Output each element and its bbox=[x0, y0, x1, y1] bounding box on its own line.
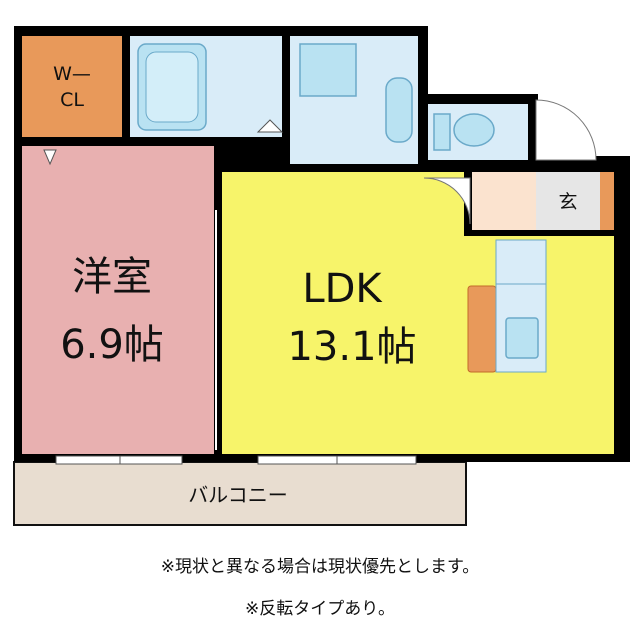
sink-icon bbox=[505, 317, 539, 359]
western-room-label-line2: 6.9帖 bbox=[60, 322, 164, 368]
door-swing-icon bbox=[43, 149, 57, 166]
toilet-icon bbox=[453, 113, 495, 147]
wet-area bbox=[130, 36, 528, 164]
washbasin-icon bbox=[299, 43, 357, 97]
kitchen-counter bbox=[467, 285, 497, 373]
note-line1: ※現状と異なる場合は現状優先とします。 bbox=[160, 557, 480, 577]
entrance-label: 玄 bbox=[558, 191, 577, 213]
front-door-swing-icon bbox=[535, 99, 597, 161]
walk-in-closet: W— CL bbox=[22, 36, 122, 137]
balcony: バルコニー bbox=[13, 461, 467, 526]
washing-machine-icon bbox=[385, 77, 413, 143]
western-room: 洋室 6.9帖 bbox=[22, 146, 217, 454]
note-line2: ※反転タイプあり。 bbox=[245, 599, 395, 619]
walk-in-closet-label-line2: CL bbox=[60, 89, 84, 111]
entrance: 玄 bbox=[423, 99, 614, 230]
western-room-label-line1: 洋室 bbox=[72, 254, 152, 300]
ldk: LDK 13.1帖 bbox=[222, 172, 614, 454]
door-swing-icon bbox=[423, 177, 471, 225]
ldk-label-line2: 13.1帖 bbox=[287, 324, 416, 370]
door-swing-icon bbox=[256, 119, 284, 133]
windows bbox=[55, 455, 417, 465]
ldk-label-line1: LDK bbox=[302, 266, 383, 312]
balcony-label: バルコニー bbox=[188, 483, 288, 507]
walk-in-closet-label-line1: W— bbox=[53, 63, 91, 85]
